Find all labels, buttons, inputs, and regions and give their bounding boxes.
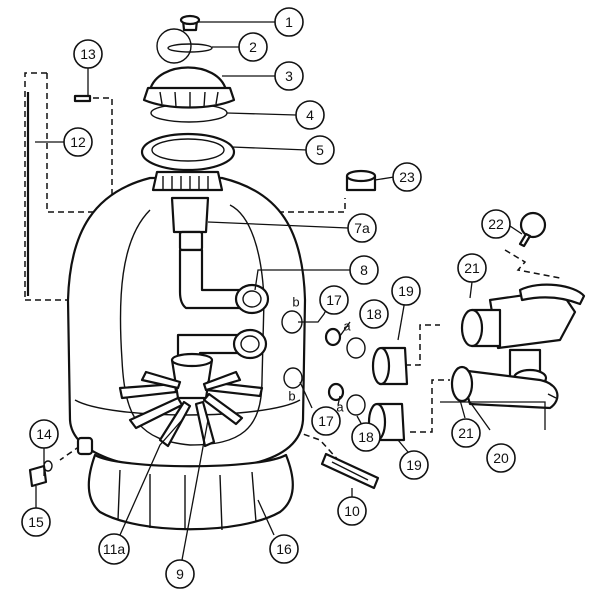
svg-text:22: 22 <box>488 216 504 232</box>
svg-text:16: 16 <box>276 541 292 557</box>
connection-hose <box>450 365 559 410</box>
filter-base <box>87 453 294 531</box>
callout-4: 4 <box>295 100 325 130</box>
pressure-gauge <box>518 211 547 248</box>
svg-text:23: 23 <box>399 169 415 185</box>
svg-text:18: 18 <box>366 306 382 322</box>
callout-19-upper: 19 <box>391 276 421 306</box>
inlet-pipe <box>178 248 270 315</box>
tank-collar <box>151 170 224 192</box>
callout-1: 1 <box>274 7 304 37</box>
svg-text:12: 12 <box>70 134 86 150</box>
svg-text:14: 14 <box>36 426 52 442</box>
diffuser <box>170 196 210 252</box>
svg-text:17: 17 <box>318 413 334 429</box>
sight-tube <box>320 452 380 490</box>
drain-plug <box>28 460 53 488</box>
leader-lines <box>35 21 546 561</box>
svg-text:9: 9 <box>176 566 184 582</box>
callout-20: 20 <box>486 443 516 473</box>
sight-glass <box>156 28 192 64</box>
multiport-valve <box>460 283 586 388</box>
svg-text:7a: 7a <box>354 220 370 236</box>
callout-19-lower: 19 <box>399 450 429 480</box>
air-relief-valve <box>179 14 201 32</box>
callout-21-lower: 21 <box>451 418 481 448</box>
svg-text:10: 10 <box>344 503 360 519</box>
callout-10: 10 <box>337 496 367 526</box>
svg-text:3: 3 <box>285 68 293 84</box>
screw <box>73 94 92 103</box>
letter-b-lower: b <box>288 389 295 404</box>
svg-text:15: 15 <box>28 514 44 530</box>
callout-21-upper: 21 <box>457 253 487 283</box>
callout-2: 2 <box>238 32 268 62</box>
letter-a-lower: a <box>336 400 344 415</box>
callout-12: 12 <box>63 127 93 157</box>
svg-text:11a: 11a <box>103 541 126 557</box>
callout-22: 22 <box>481 209 511 239</box>
callout-8: 8 <box>349 255 379 285</box>
callout-18-upper: 18 <box>359 299 389 329</box>
svg-text:20: 20 <box>493 450 509 466</box>
closure-ring <box>140 132 236 172</box>
letter-a-upper: a <box>343 319 351 334</box>
svg-text:4: 4 <box>306 107 314 123</box>
lateral-hub <box>118 352 264 448</box>
svg-text:2: 2 <box>249 39 257 55</box>
svg-text:17: 17 <box>326 292 342 308</box>
svg-text:21: 21 <box>464 260 480 276</box>
callout-7a: 7a <box>347 213 377 243</box>
callout-15: 15 <box>21 507 51 537</box>
callout-3: 3 <box>274 61 304 91</box>
callout-16: 16 <box>269 534 299 564</box>
svg-text:19: 19 <box>398 283 414 299</box>
svg-text:18: 18 <box>358 429 374 445</box>
callout-23: 23 <box>392 162 422 192</box>
svg-text:5: 5 <box>316 142 324 158</box>
callout-9: 9 <box>165 559 195 589</box>
union-fittings <box>367 346 409 442</box>
plug-cap <box>345 169 377 192</box>
callout-13: 13 <box>73 39 103 69</box>
svg-text:13: 13 <box>80 46 96 62</box>
callout-17-upper: 17 <box>319 285 349 315</box>
svg-text:19: 19 <box>406 457 422 473</box>
callout-18-lower: 18 <box>351 422 381 452</box>
drain-port <box>76 436 94 456</box>
letter-b-upper: b <box>292 295 299 310</box>
callout-5: 5 <box>305 135 335 165</box>
svg-text:21: 21 <box>458 425 474 441</box>
filter-lid <box>142 66 236 109</box>
callout-11a: 11a <box>98 533 130 565</box>
callout-14: 14 <box>29 419 59 449</box>
callout-17-lower: 17 <box>311 406 341 436</box>
svg-text:8: 8 <box>360 262 368 278</box>
svg-text:1: 1 <box>285 14 293 30</box>
